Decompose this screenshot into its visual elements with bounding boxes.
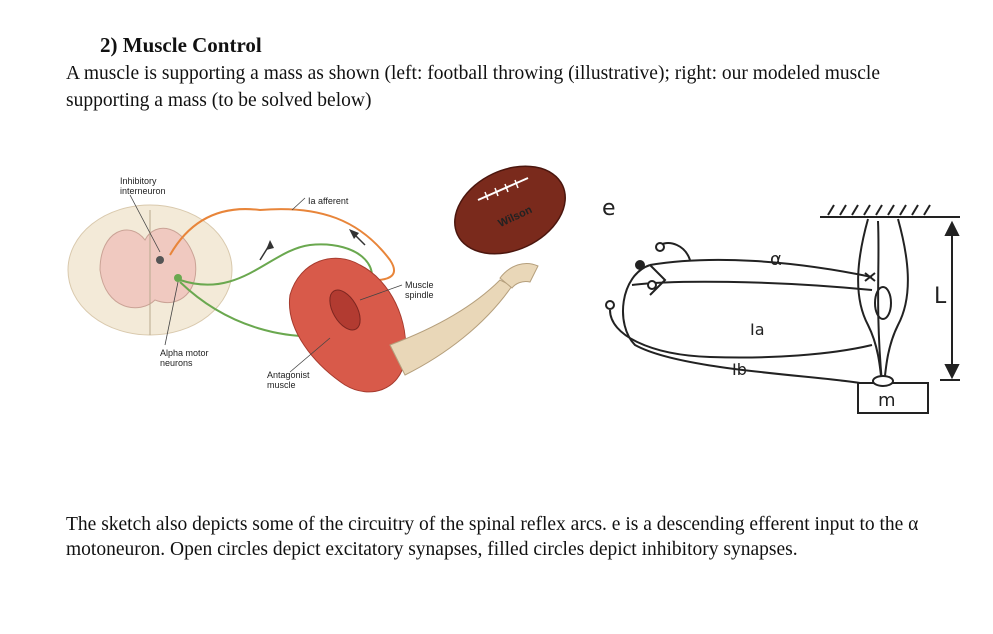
- descending-input-synapse: [655, 242, 665, 252]
- label-antagonist-muscle-1: Antagonist: [267, 370, 310, 380]
- label-ia-afferent: Ia afferent: [308, 196, 349, 206]
- excitatory-synapse-ia: [647, 280, 657, 290]
- label-alpha: α: [770, 249, 782, 270]
- ia-afferent-fiber: [169, 208, 395, 281]
- mass-box: [857, 382, 929, 414]
- label-ia: Ia: [750, 320, 765, 339]
- label-antagonist-muscle-2: muscle: [267, 380, 296, 390]
- label-muscle-spindle-2: spindle: [405, 290, 434, 300]
- ceiling-support: [820, 204, 940, 218]
- inhibitory-synapse: [635, 260, 645, 270]
- label-muscle-spindle-1: Muscle: [405, 280, 434, 290]
- length-arrow: [940, 216, 960, 381]
- label-inhibitory-interneuron-2: interneuron: [120, 186, 166, 196]
- label-length: L: [934, 284, 947, 309]
- muscle-model-sketch: m L e α Ia Ib: [602, 196, 960, 414]
- football-icon: Wilson: [454, 165, 566, 255]
- muscle-body: [857, 218, 909, 386]
- intro-paragraph: A muscle is supporting a mass as shown (…: [66, 63, 880, 111]
- label-inhibitory-interneuron-1: Inhibitory: [120, 176, 157, 186]
- interneuron-cell: [156, 256, 164, 264]
- excitatory-synapse-ib: [605, 300, 615, 310]
- arm-illustration: [288, 257, 539, 393]
- label-e: e: [602, 196, 616, 221]
- caption-paragraph: The sketch also depicts some of the circ…: [66, 514, 919, 560]
- spinal-reflex-illustration: Wilson Inhibitory interneuron Ia afferen…: [67, 165, 566, 393]
- motor-neuron-cell: [174, 274, 182, 282]
- label-ib: Ib: [732, 360, 747, 379]
- label-alpha-motor-neurons-2: neurons: [160, 358, 193, 368]
- label-alpha-motor-neurons-1: Alpha motor: [160, 348, 209, 358]
- label-mass: m: [878, 390, 896, 411]
- section-heading: 2) Muscle Control: [100, 33, 262, 57]
- spinal-cord-section: [67, 204, 233, 336]
